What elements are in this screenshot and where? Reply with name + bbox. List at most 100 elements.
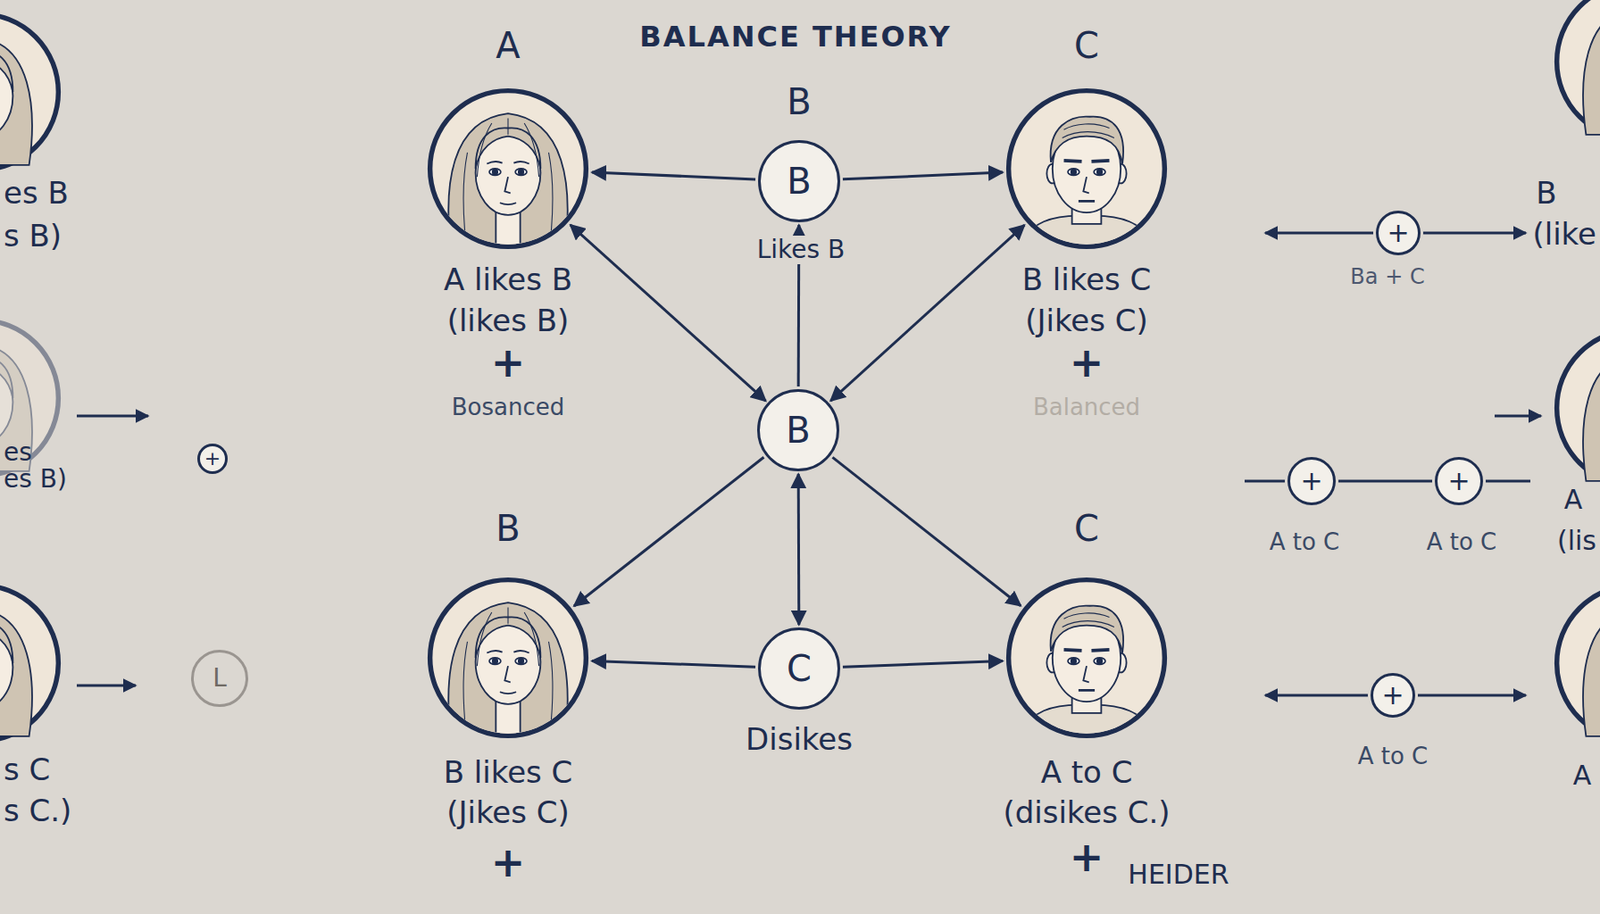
node-text: +: [1069, 339, 1105, 387]
partial-faces: [1557, 330, 1600, 487]
fragment-label: (like: [1532, 216, 1597, 252]
face-portrait: [515, 658, 527, 665]
partial-faces: [0, 14, 59, 171]
circle-node: +: [1434, 457, 1484, 506]
person-label: B: [495, 508, 520, 550]
face-portrait: [1093, 168, 1106, 175]
fragment-label: B: [1535, 175, 1557, 211]
face-portrait: [463, 608, 553, 732]
face-portrait: [1097, 658, 1102, 664]
node-text: +: [1300, 466, 1323, 498]
node-text: (Jikes C): [446, 795, 570, 831]
face-portrait: [1083, 666, 1089, 683]
side-arrows: [1494, 415, 1542, 418]
connector-arrow: [570, 225, 767, 401]
circle-node: BB: [758, 140, 841, 223]
fragment-label: s B): [3, 218, 62, 254]
face-portrait: [1050, 606, 1124, 654]
node-text: +: [491, 839, 526, 887]
fragment-label: A: [1573, 760, 1592, 792]
node-text: Bosanced: [451, 394, 566, 422]
face-portrait: [448, 602, 567, 740]
face-portrait: [1005, 87, 1168, 250]
face-portrait: [518, 169, 524, 175]
face-portrait: [1005, 576, 1168, 740]
circle-node: CDisikes: [758, 627, 841, 710]
node-text: C: [786, 648, 812, 690]
connector-arrow: [591, 660, 756, 667]
face-portrait: [486, 161, 529, 165]
node-text: +: [1381, 680, 1404, 712]
side-arrows: [1244, 480, 1285, 484]
fragment-label: es: [3, 438, 33, 467]
face-portrait: [426, 87, 590, 250]
face-portrait: [463, 118, 553, 242]
face-portrait: [1083, 176, 1089, 193]
face-portrait: [426, 576, 590, 740]
circle-node: +: [1370, 673, 1416, 718]
face-portrait: [1093, 658, 1106, 665]
face-portrait: [489, 168, 501, 175]
face-portrait: [1064, 158, 1110, 164]
face-portrait: [1071, 658, 1076, 664]
fragment-label: s C.): [3, 793, 72, 829]
fragment-label: s C: [3, 752, 50, 788]
face-portrait: [492, 169, 498, 175]
face-node: AA likes B(likes B)+Bosanced: [426, 87, 590, 250]
circle-node: B: [757, 389, 840, 472]
face-portrait: [504, 176, 510, 193]
side-arrows: [1338, 480, 1433, 484]
node-text: L: [212, 664, 227, 693]
node-text: +: [491, 339, 526, 387]
side-arrows: [1417, 694, 1526, 698]
partial-faces: [1557, 585, 1600, 742]
circle-node: +: [1375, 210, 1421, 256]
face-node: CA to C(disikes C.)+: [1005, 576, 1168, 740]
face-portrait: [515, 168, 527, 175]
diagram-title: BALANCE THEORY: [639, 20, 951, 54]
face-portrait: [1017, 606, 1157, 740]
face-portrait: [489, 658, 501, 665]
node-text: B likes C: [1022, 262, 1152, 298]
connector-arrow: [842, 172, 1003, 180]
connector-arrow: [842, 661, 1003, 668]
face-portrait: [500, 202, 517, 205]
person-label: A: [495, 25, 520, 67]
author-label: HEIDER: [1127, 859, 1229, 892]
connector-arrow: [830, 225, 1025, 401]
side-arrows: [1423, 232, 1526, 235]
side-arrows: [76, 415, 149, 418]
face-portrait: [486, 650, 529, 654]
edge-label: Likes B: [753, 235, 850, 265]
fragment-label: Ba + C: [1350, 265, 1425, 291]
node-text: Balanced: [1033, 394, 1141, 422]
face-portrait: [1067, 658, 1080, 665]
side-arrows: [1265, 694, 1368, 698]
node-text: B likes C: [443, 755, 574, 791]
face-portrait: [448, 113, 567, 250]
face-portrait: [518, 658, 524, 664]
node-text: +: [204, 447, 221, 470]
face-portrait: [1008, 580, 1166, 737]
partial-faces: [0, 320, 59, 477]
face-portrait: [500, 691, 517, 694]
circle-node: +: [197, 443, 228, 475]
node-text: B: [786, 81, 811, 123]
side-arrows: [1265, 232, 1374, 235]
person-label: C: [1074, 508, 1100, 550]
node-text: B: [785, 409, 810, 451]
side-arrows: [76, 233, 1542, 696]
face-portrait: [1062, 124, 1115, 139]
circle-node: +: [1287, 457, 1336, 506]
face-node: CB likes C(Jikes C)+Balanced: [1005, 87, 1168, 250]
node-text: B: [786, 160, 811, 202]
node-text: (likes B): [447, 303, 570, 339]
fragment-label: es B: [3, 175, 69, 211]
face-portrait: [1071, 169, 1076, 175]
side-arrows: [1485, 480, 1531, 484]
node-text: (disikes C.): [1002, 795, 1170, 831]
node-text: +: [1447, 466, 1470, 498]
partial-faces: [1557, 0, 1600, 140]
connector-arrow: [797, 474, 801, 625]
face-portrait: [448, 602, 567, 740]
